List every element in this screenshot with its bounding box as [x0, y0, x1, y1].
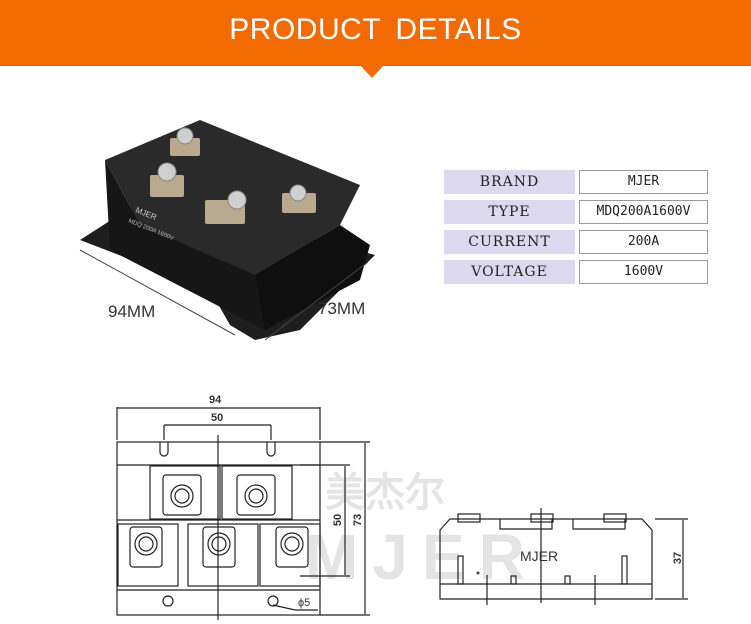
- watermark-cjk: 美杰尔: [325, 471, 445, 515]
- spec-label: TYPE: [444, 200, 575, 224]
- depth-label: 73MM: [318, 299, 366, 318]
- page-title: PRODUCT DETAILS: [229, 13, 522, 46]
- dim-inner-height: 50: [332, 513, 345, 527]
- spec-value: 1600V: [579, 260, 708, 284]
- spec-value: MJER: [579, 170, 708, 194]
- terminal-bolt: [157, 127, 307, 210]
- spec-row-brand: BRAND MJER: [444, 170, 709, 194]
- spec-value: MDQ200A1600V: [579, 200, 708, 224]
- side-view-body-label: MJER: [520, 548, 559, 564]
- module-brand-marking: MJER: [134, 206, 158, 223]
- dim-side-height: 37: [672, 551, 685, 565]
- banner-pointer: [360, 65, 384, 78]
- module-model-marking: MDQ 200A 1600V: [127, 218, 174, 242]
- watermark-text: MJER: [305, 521, 539, 593]
- spec-label: VOLTAGE: [444, 260, 575, 284]
- spec-row-current: CURRENT 200A: [444, 230, 709, 254]
- spec-value: 200A: [579, 230, 708, 254]
- spec-label: BRAND: [444, 170, 575, 194]
- spec-row-type: TYPE MDQ200A1600V: [444, 200, 709, 224]
- dim-overall-width: 94: [209, 394, 222, 406]
- spec-label: CURRENT: [444, 230, 575, 254]
- dim-hole-spacing: 50: [211, 412, 224, 424]
- dim-overall-height: 73: [352, 513, 365, 527]
- width-dimension-line: [79, 249, 236, 336]
- header-banner: PRODUCT DETAILS: [0, 0, 751, 66]
- width-label: 94MM: [108, 302, 156, 321]
- terminal: [150, 138, 316, 224]
- spec-row-voltage: VOLTAGE 1600V: [444, 260, 709, 284]
- dim-hole-diameter: ϕ5: [298, 597, 311, 609]
- module-top: [105, 120, 360, 275]
